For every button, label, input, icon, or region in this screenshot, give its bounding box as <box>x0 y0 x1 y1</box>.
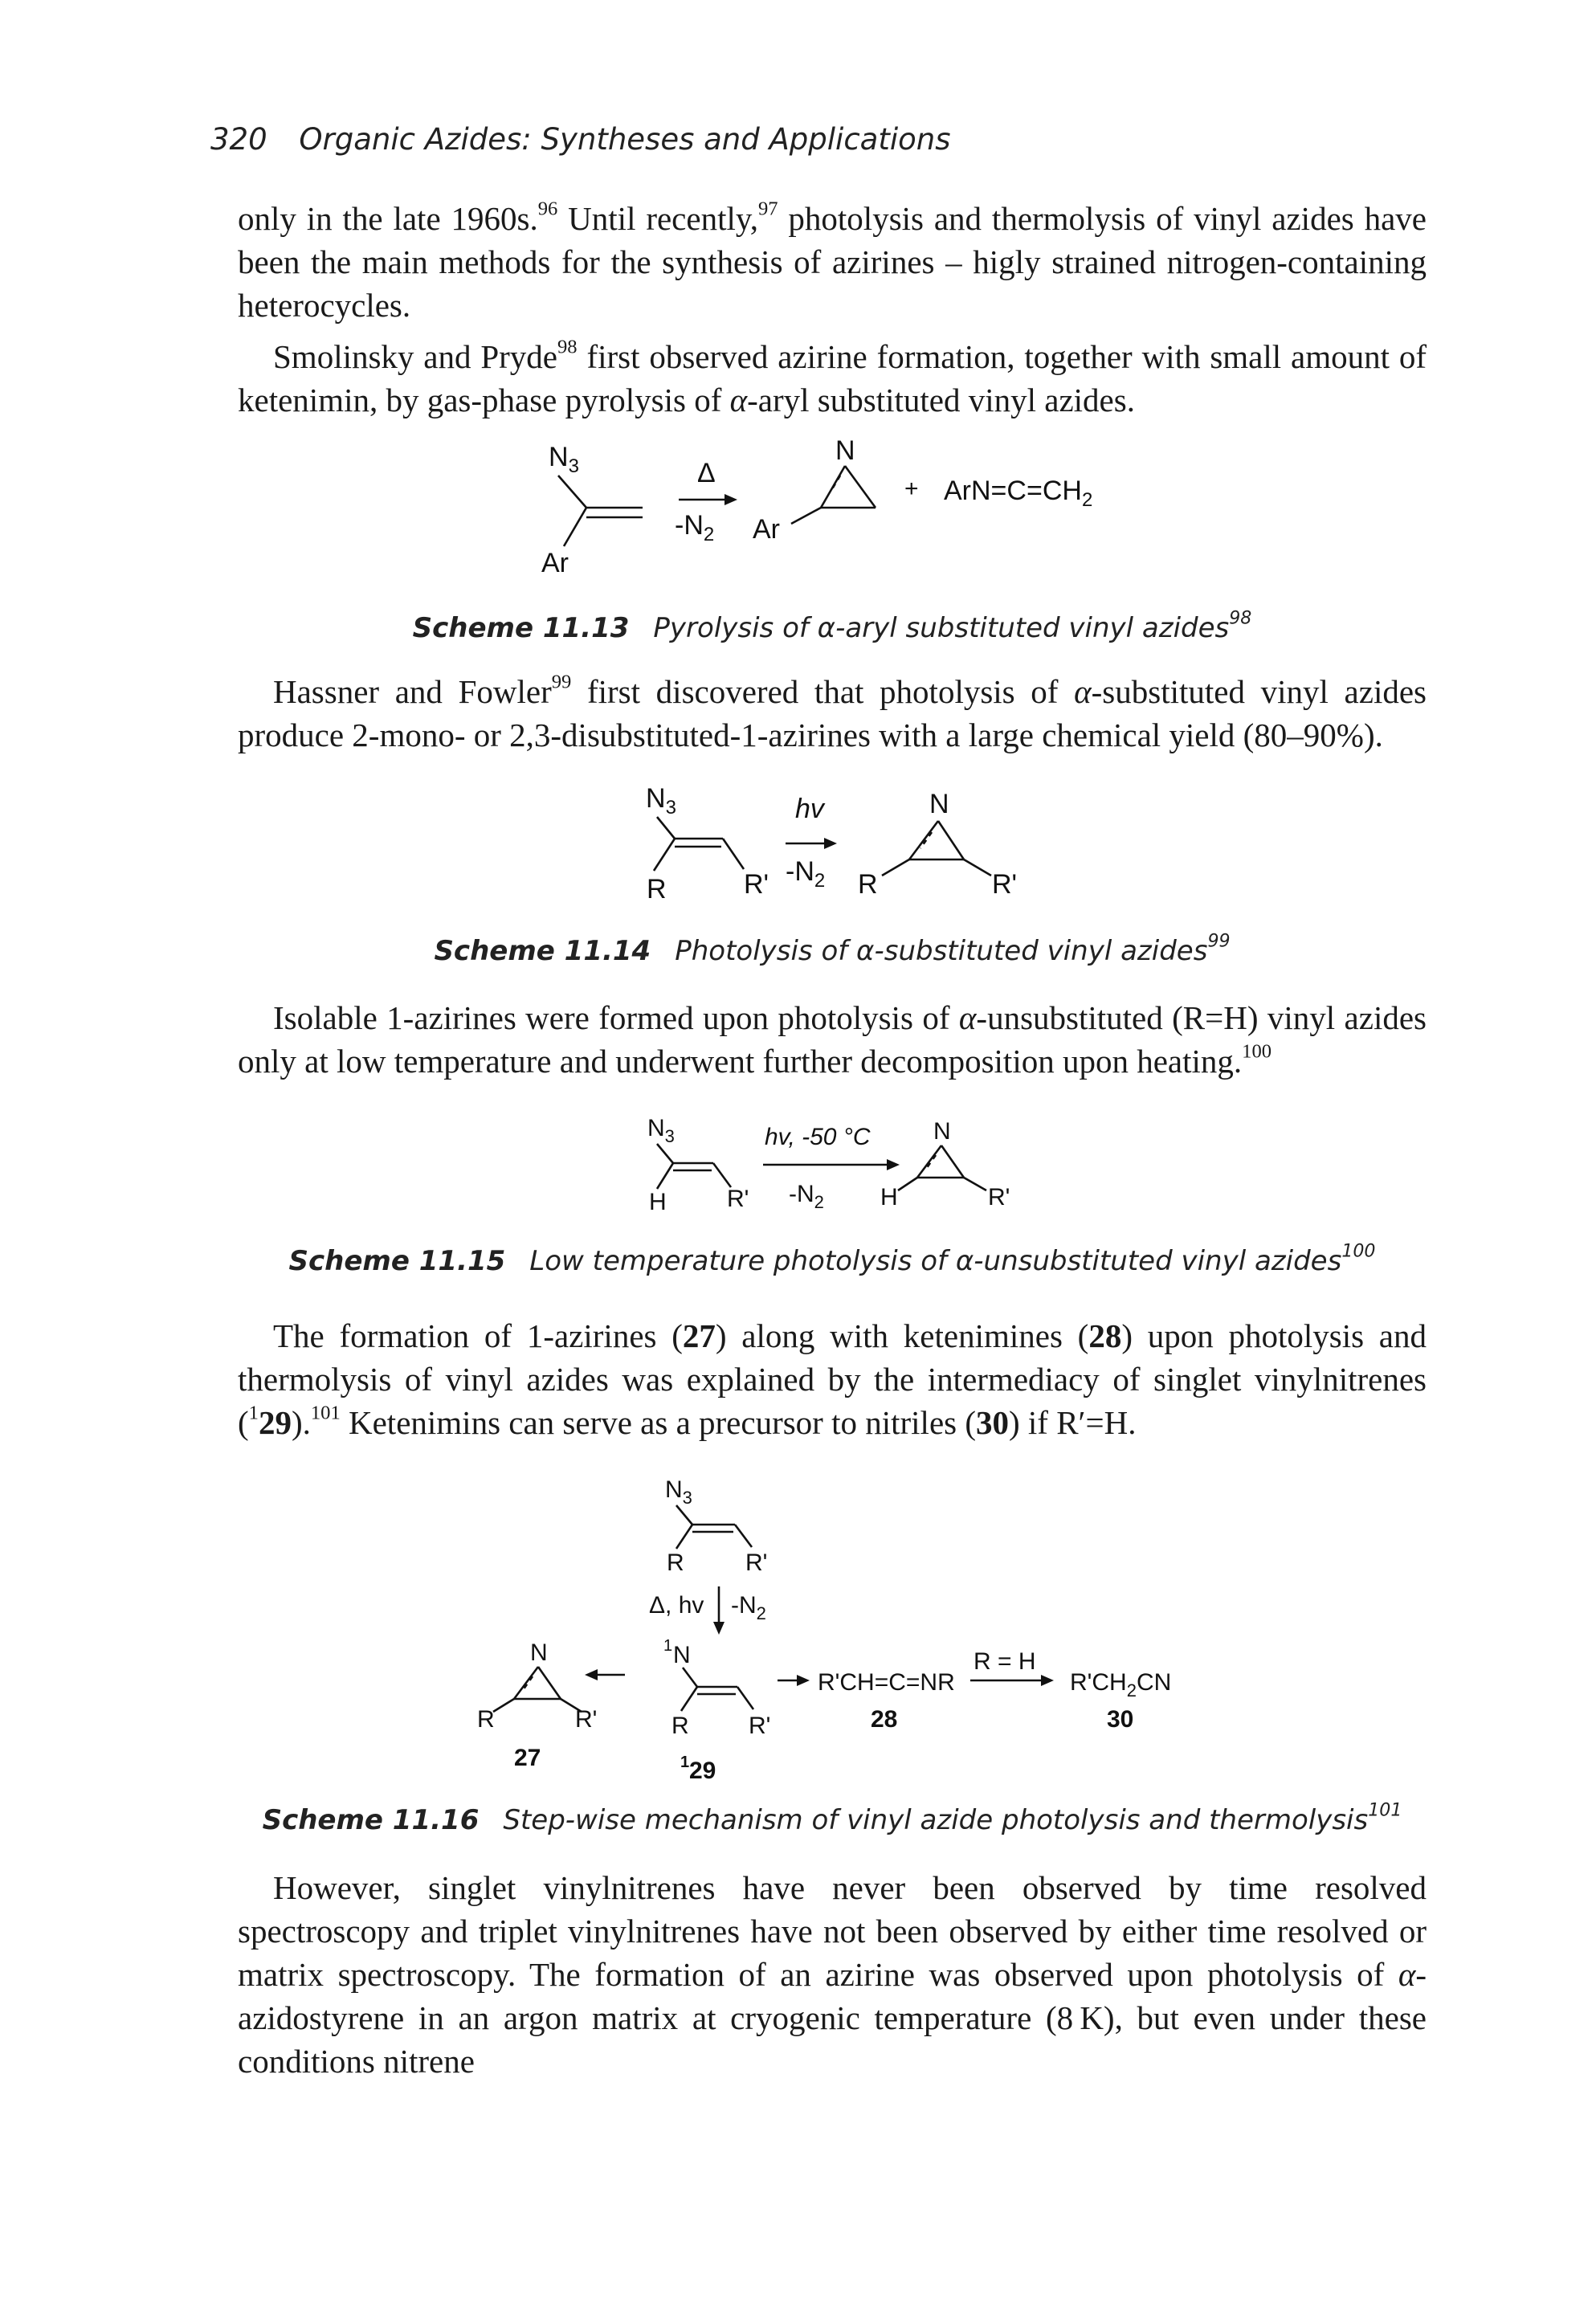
paragraph: However, singlet vinylnitrenes have neve… <box>238 1869 1427 2080</box>
compound-27-label: 27 <box>514 1745 541 1771</box>
nitrile-formula: R'CH2CN <box>1070 1669 1171 1701</box>
reaction-conditions: hv, -50 °C <box>765 1124 871 1150</box>
text-block-4: The formation of 1-azirines (27) along w… <box>238 1314 1427 1444</box>
substituent-h: H <box>880 1184 898 1211</box>
ref-superscript: 99 <box>551 671 572 693</box>
aryl-label: Ar <box>753 514 780 545</box>
substituent-r: R <box>671 1713 689 1739</box>
substituent-r-prime: R' <box>744 869 769 900</box>
substituent-r: R <box>667 1549 684 1576</box>
ref-superscript: 98 <box>557 336 578 358</box>
substituent-r-prime: R' <box>749 1713 770 1739</box>
paragraph: Smolinsky and Pryde98 first observed azi… <box>238 336 1427 418</box>
substituent-r-prime: R' <box>575 1706 597 1733</box>
ref-superscript: 101 <box>310 1402 341 1424</box>
paragraph: Isolable 1-azirines were formed upon pho… <box>238 999 1427 1080</box>
ketenimine-formula: R'CH=C=NR <box>818 1669 955 1696</box>
compound-28-label: 28 <box>871 1706 897 1733</box>
light-symbol: hv <box>795 794 826 824</box>
azide-label: N3 <box>665 1476 692 1508</box>
substituent-r: R <box>477 1706 495 1733</box>
heat-symbol: Δ <box>697 458 716 488</box>
compound-30-label: 30 <box>1107 1706 1133 1733</box>
ref-superscript: 96 <box>537 198 558 220</box>
plus-sign: + <box>904 476 919 502</box>
substituent-r: R <box>647 874 667 904</box>
substituent-r-prime: R' <box>727 1186 749 1212</box>
azirine-n: N <box>835 435 855 466</box>
ketenimine-formula: ArN=C=CH2 <box>944 476 1092 511</box>
compound-29-superscript: 1 <box>680 1754 689 1771</box>
nitrene-n: N <box>673 1642 691 1668</box>
reaction-conditions: R = H <box>974 1648 1036 1675</box>
substituent-h: H <box>649 1189 667 1215</box>
ref-superscript: 97 <box>757 198 778 220</box>
text-block-3: Isolable 1-azirines were formed upon pho… <box>238 996 1427 1083</box>
ref-superscript: 100 <box>1242 1040 1272 1063</box>
azirine-n: N <box>929 789 949 819</box>
paragraph: Hassner and Fowler99 first discovered th… <box>238 671 1427 753</box>
page-number: 320 <box>210 122 267 157</box>
substituent-r-prime: R' <box>992 869 1017 900</box>
paragraph: only in the late 1960s.96 Until recently… <box>238 198 1427 324</box>
singlet-superscript: 1 <box>663 1637 672 1655</box>
loss-of-n2: -N2 <box>786 856 825 892</box>
loss-of-n2: -N2 <box>675 510 714 545</box>
running-head: 320 Organic Azides: Syntheses and Applic… <box>210 122 951 157</box>
loss-of-n2: -N2 <box>731 1592 766 1623</box>
azide-label: N3 <box>549 442 579 477</box>
paragraph: The formation of 1-azirines (27) along w… <box>238 1317 1427 1441</box>
azide-label: N3 <box>647 1115 675 1146</box>
aryl-label: Ar <box>541 548 569 578</box>
substituent-r-prime: R' <box>745 1549 767 1576</box>
substituent-r: R <box>858 869 878 900</box>
compound-29-label: 29 <box>689 1758 716 1784</box>
reaction-conditions: Δ, hv <box>649 1592 704 1619</box>
loss-of-n2: -N2 <box>789 1181 824 1212</box>
text-block-5: However, singlet vinylnitrenes have neve… <box>238 1866 1427 2083</box>
text-block-1: only in the late 1960s.96 Until recently… <box>238 197 1427 422</box>
azide-label: N3 <box>646 783 676 819</box>
azirine-n: N <box>933 1118 951 1145</box>
text-block-2: Hassner and Fowler99 first discovered th… <box>238 670 1427 757</box>
substituent-r-prime: R' <box>988 1184 1010 1211</box>
running-title: Organic Azides: Syntheses and Applicatio… <box>299 122 951 157</box>
azirine-n: N <box>530 1639 548 1666</box>
